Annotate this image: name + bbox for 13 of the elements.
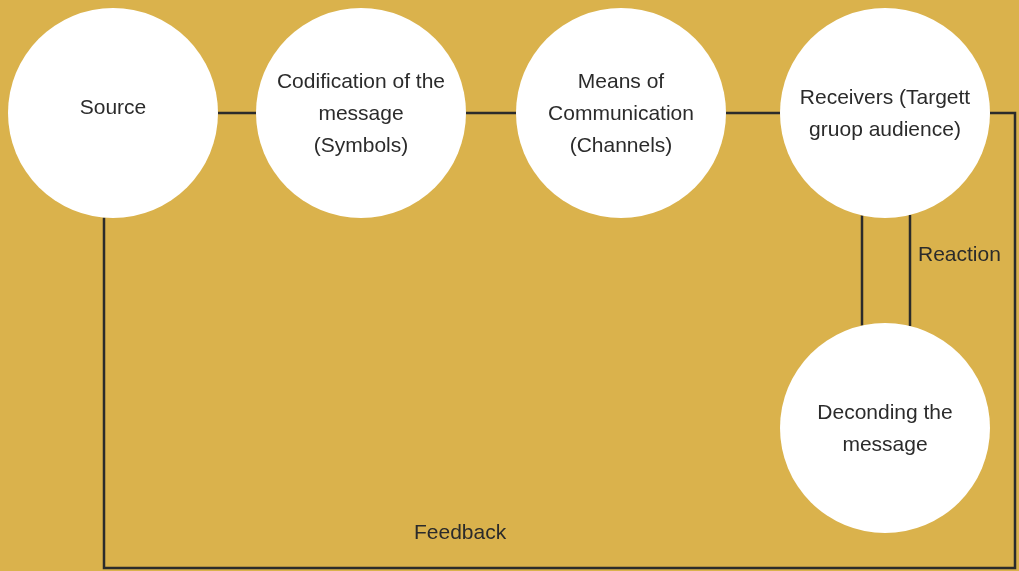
connector-line [860, 215, 864, 326]
node-text: Deconding the message [816, 399, 954, 457]
connector-line [102, 111, 1017, 570]
node-text: Codification of the message (Symbols) [275, 68, 447, 158]
connector-line [218, 111, 256, 115]
edge-label: Feedback [414, 520, 507, 544]
connector-line [466, 111, 516, 115]
node-text: Receivers (Targett gruop audience) [798, 84, 972, 142]
connector-line [908, 215, 912, 326]
connector-line [726, 111, 780, 115]
edge-label: Reaction [918, 242, 1001, 266]
node-text: Source [79, 94, 147, 120]
node-text: Means of Communication (Channels) [547, 68, 695, 158]
